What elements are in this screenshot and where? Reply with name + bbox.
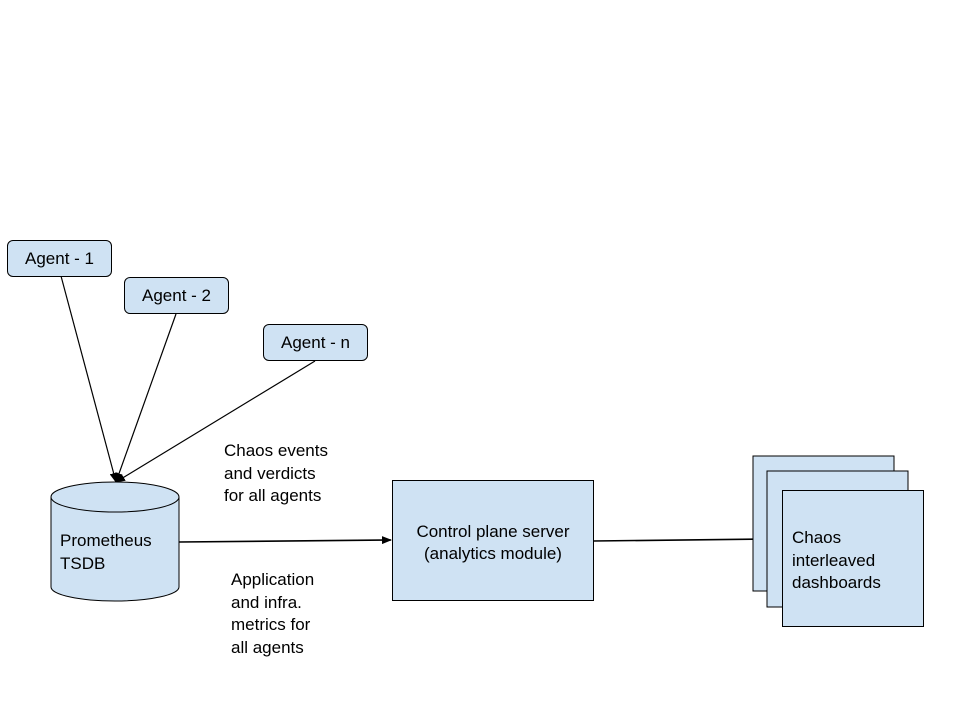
database-cylinder (50, 481, 180, 602)
connector-agent-1-to-db (60, 275, 118, 483)
agent-node-label: Agent - 1 (25, 248, 94, 268)
edge-label-application-metrics: Application and infra. metrics for all a… (231, 570, 315, 657)
control-plane-server-node[interactable]: Control plane server (analytics module) (392, 480, 594, 601)
connector-db-to-server (178, 536, 392, 545)
agent-node-label: Agent - 2 (142, 285, 211, 305)
agent-node-1[interactable]: Agent - 1 (7, 240, 112, 277)
agent-node-n[interactable]: Agent - n (263, 324, 368, 361)
database-body (50, 497, 180, 602)
dashboards-label: Chaos interleaved dashboards (792, 528, 881, 592)
connector-agent-n-to-db (115, 360, 316, 483)
connector-server-to-dashboards (592, 535, 767, 544)
control-plane-server-label: Control plane server (analytics module) (416, 522, 570, 563)
agent-node-label: Agent - n (281, 332, 350, 352)
dashboards-node[interactable]: Chaos interleaved dashboards (782, 490, 924, 627)
agent-node-2[interactable]: Agent - 2 (124, 277, 229, 314)
connector-agent-2-to-db (115, 313, 177, 483)
edge-label-chaos-events: Chaos events and verdicts for all agents (224, 441, 328, 505)
database-top (50, 481, 180, 513)
database-label: Prometheus TSDB (60, 531, 152, 573)
